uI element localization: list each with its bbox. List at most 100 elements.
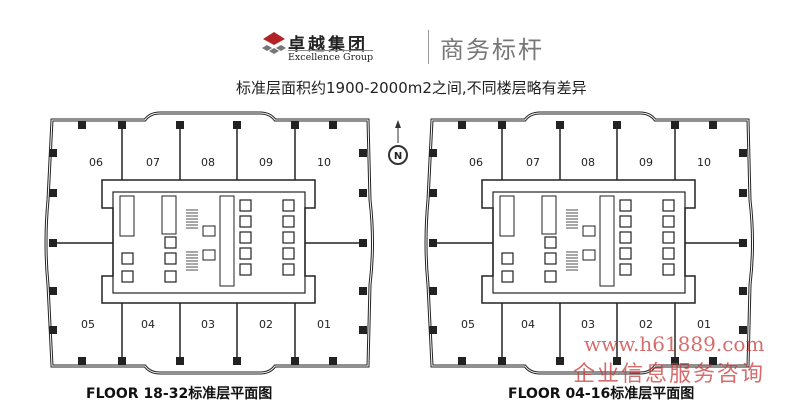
core-room	[202, 225, 216, 237]
elevator-car	[619, 231, 632, 244]
elevator-car	[282, 215, 295, 228]
watermark-url: www.h61889.com	[584, 332, 765, 356]
column	[359, 189, 367, 197]
unit-label: 10	[697, 156, 711, 169]
elevator-car	[544, 252, 557, 265]
elevator-car	[239, 231, 252, 244]
elevator-car	[282, 199, 295, 212]
watermark-text: 企业信息服务咨询	[573, 362, 766, 387]
shaft	[119, 195, 135, 237]
column	[739, 287, 747, 295]
elevator-car	[662, 247, 675, 260]
elevator-car	[501, 252, 514, 265]
column	[49, 149, 57, 157]
column	[78, 357, 86, 365]
column	[739, 189, 747, 197]
elevator-car	[619, 215, 632, 228]
core-room	[202, 249, 216, 261]
column	[709, 357, 717, 365]
unit-label: 08	[581, 156, 595, 169]
floor-area-subtitle: 标准层面积约1900-2000m2之间,不同楼层略有差异	[236, 79, 587, 97]
floor-plan-04-16: 06 07 08 09 10 05 04 03 02 01	[424, 111, 754, 375]
column	[359, 287, 367, 295]
compass-label: N	[394, 151, 402, 162]
plan-caption-04-16: FLOOR 04-16标准层平面图	[508, 386, 695, 402]
column	[458, 121, 466, 129]
unit-label: 05	[461, 318, 475, 331]
core-room	[582, 249, 596, 261]
unit-label: 02	[639, 318, 653, 331]
shaft	[499, 195, 515, 237]
elevator-car	[121, 270, 134, 283]
unit-label: 01	[697, 318, 711, 331]
excellence-group-logo-icon	[262, 32, 286, 54]
column	[709, 121, 717, 129]
column	[329, 357, 337, 365]
unit-label: 03	[581, 318, 595, 331]
elevator-car	[619, 247, 632, 260]
column	[739, 326, 747, 334]
unit-label: 10	[317, 156, 331, 169]
column	[429, 189, 437, 197]
elevator-car	[239, 263, 252, 276]
elevator-car	[544, 270, 557, 283]
core-room	[582, 225, 596, 237]
elevator-car	[662, 199, 675, 212]
elevator-car	[239, 215, 252, 228]
column	[359, 149, 367, 157]
service-shaft	[599, 195, 615, 287]
elevator-car	[662, 231, 675, 244]
unit-label: 09	[639, 156, 653, 169]
service-shaft	[219, 195, 235, 287]
outer-wall-inner	[425, 112, 753, 374]
elevator-car	[239, 199, 252, 212]
elevator-car	[282, 263, 295, 276]
unit-label: 05	[81, 318, 95, 331]
column	[49, 189, 57, 197]
column	[49, 287, 57, 295]
header-divider	[428, 30, 429, 64]
unit-label: 02	[259, 318, 273, 331]
unit-label: 04	[521, 318, 535, 331]
unit-label: 04	[141, 318, 155, 331]
elevator-car	[619, 199, 632, 212]
elevator-car	[121, 252, 134, 265]
column	[329, 121, 337, 129]
core-wall	[112, 191, 306, 294]
elevator-car	[164, 252, 177, 265]
north-compass-icon: N	[388, 120, 408, 165]
column	[49, 326, 57, 334]
elevator-car	[501, 270, 514, 283]
logo-english-name: Excellence Group	[288, 50, 374, 63]
elevator-car	[662, 215, 675, 228]
core-wall	[492, 191, 686, 294]
elevator-car	[282, 247, 295, 260]
elevator-car	[239, 247, 252, 260]
unit-label: 06	[469, 156, 483, 169]
outer-wall-inner	[45, 112, 373, 374]
shaft	[541, 195, 557, 235]
unit-label: 03	[201, 318, 215, 331]
column	[359, 326, 367, 334]
slogan: 商务标杆	[440, 36, 544, 64]
elevator-car	[662, 263, 675, 276]
elevator-car	[282, 231, 295, 244]
elevator-car	[619, 263, 632, 276]
unit-label: 09	[259, 156, 273, 169]
elevator-car	[164, 270, 177, 283]
column	[458, 357, 466, 365]
shaft	[161, 195, 177, 235]
unit-label: 08	[201, 156, 215, 169]
unit-label: 01	[317, 318, 331, 331]
column	[78, 121, 86, 129]
floor-plan-18-32: 06 07 08 09 10 05 04 03 02 01	[44, 111, 374, 375]
column	[429, 326, 437, 334]
elevator-car	[544, 236, 557, 249]
unit-label: 06	[89, 156, 103, 169]
unit-label: 07	[146, 156, 160, 169]
plan-caption-18-32: FLOOR 18-32标准层平面图	[86, 386, 273, 402]
unit-label: 07	[526, 156, 540, 169]
column	[739, 149, 747, 157]
column	[429, 287, 437, 295]
